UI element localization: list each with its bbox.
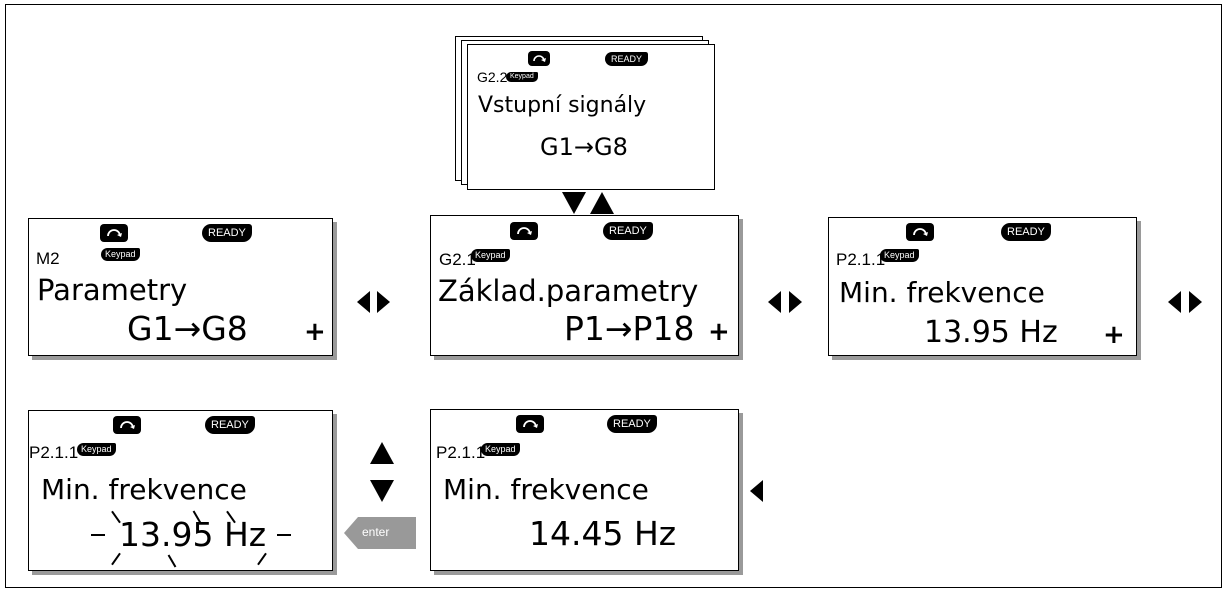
panel-code: G2.2 bbox=[477, 69, 508, 85]
panel-title: Parametry bbox=[37, 273, 188, 307]
panel-code: P2.1.1 bbox=[436, 443, 486, 462]
plus-icon: + bbox=[304, 317, 326, 347]
rotation-icon bbox=[516, 415, 544, 433]
arrow-right-icon bbox=[1189, 291, 1202, 313]
panel-input-signals: READY G2.2 Keypad Vstupní signály G1→G8 bbox=[467, 44, 715, 190]
arrow-left-icon bbox=[750, 480, 763, 502]
blink-mark bbox=[91, 534, 105, 536]
panel-title: Vstupní signály bbox=[478, 93, 647, 118]
panel-value: P1→P18 bbox=[564, 309, 695, 348]
panel-value: 13.95 Hz bbox=[924, 315, 1058, 350]
ready-badge: READY bbox=[202, 224, 252, 242]
panel-code: G2.1 bbox=[439, 250, 476, 269]
arrow-down-icon bbox=[562, 192, 586, 214]
arrow-right-icon bbox=[377, 291, 390, 313]
arrow-left-icon bbox=[768, 291, 781, 313]
blink-mark bbox=[167, 554, 177, 568]
keypad-badge: Keypad bbox=[77, 443, 116, 456]
panel-changed-value: READY P2.1.1 Keypad Min. frekvence 14.45… bbox=[430, 409, 739, 571]
keypad-badge: Keypad bbox=[880, 249, 919, 262]
panel-value: G1→G8 bbox=[127, 309, 248, 348]
panel-value-blinking: 13.95 Hz bbox=[119, 515, 267, 554]
panel-title: Min. frekvence bbox=[41, 473, 247, 506]
panel-code: P2.1.1 bbox=[29, 443, 79, 462]
panel-basic-parameters: READY G2.1 Keypad Základ.parametry P1→P1… bbox=[430, 215, 739, 356]
plus-icon: + bbox=[708, 317, 730, 347]
rotation-icon bbox=[528, 51, 550, 66]
panel-title: Min. frekvence bbox=[443, 473, 649, 506]
arrow-up-icon bbox=[590, 192, 614, 214]
rotation-icon bbox=[510, 222, 538, 240]
ready-badge: READY bbox=[205, 416, 255, 434]
arrow-down-icon bbox=[370, 480, 394, 502]
arrow-up-icon bbox=[370, 442, 394, 464]
rotation-icon bbox=[113, 416, 141, 434]
ready-badge: READY bbox=[605, 52, 649, 66]
keypad-badge: Keypad bbox=[471, 249, 510, 262]
panel-title: Min. frekvence bbox=[839, 276, 1045, 309]
panel-min-frequency: READY P2.1.1 Keypad Min. frekvence 13.95… bbox=[828, 217, 1137, 356]
arrow-left-icon bbox=[357, 291, 370, 313]
panel-value: 14.45 Hz bbox=[529, 514, 677, 553]
panel-title: Základ.parametry bbox=[438, 274, 699, 308]
plus-icon: + bbox=[1103, 320, 1125, 350]
panel-code: M2 bbox=[36, 249, 60, 268]
blink-mark bbox=[277, 534, 291, 536]
panel-parameters-menu: READY M2 Keypad Parametry G1→G8 + bbox=[28, 218, 333, 356]
panel-value: G1→G8 bbox=[540, 133, 628, 161]
blink-mark bbox=[257, 552, 267, 566]
enter-key-label: enter bbox=[362, 525, 390, 539]
panel-edit-value: READY P2.1.1 Keypad Min. frekvence 13.95… bbox=[28, 410, 333, 571]
blink-mark bbox=[111, 552, 121, 566]
ready-badge: READY bbox=[607, 415, 657, 433]
diagram-frame bbox=[5, 4, 1222, 588]
ready-badge: READY bbox=[1001, 223, 1051, 241]
rotation-icon bbox=[906, 223, 934, 241]
ready-badge: READY bbox=[603, 222, 653, 240]
enter-key: enter bbox=[344, 517, 416, 549]
panel-code: P2.1.1 bbox=[836, 250, 886, 269]
arrow-right-icon bbox=[789, 291, 802, 313]
keypad-badge: Keypad bbox=[506, 72, 538, 82]
rotation-icon bbox=[100, 224, 128, 242]
keypad-badge: Keypad bbox=[101, 248, 140, 261]
arrow-left-icon bbox=[1168, 291, 1181, 313]
keypad-badge: Keypad bbox=[481, 443, 520, 456]
